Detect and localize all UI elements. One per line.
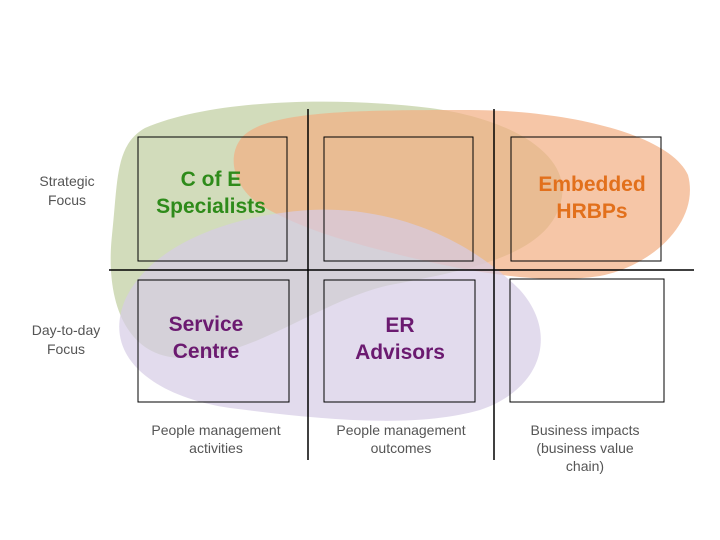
service-region [119,209,541,421]
column-label-impacts-line2: (business value [536,440,634,456]
column-label-impacts-line3: chain) [565,458,605,474]
column-label-outcomes-line2: outcomes [370,440,432,456]
cell-daytoday-outcomes [323,279,476,403]
column-label-impacts-line1: Business impacts [530,422,640,438]
er-advisors-label: ER Advisors [325,312,475,366]
cell-strategic-outcomes [323,136,474,262]
row-label-strategic-line1: Strategic [39,173,95,189]
er-label-line1: ER [385,314,415,337]
hrbp-label-line2: HRBPs [556,200,628,223]
cell-daytoday-impacts [509,278,665,403]
embedded-hrbps-label: Embedded HRBPs [514,171,670,225]
column-label-outcomes: People management outcomes [316,421,486,457]
column-label-activities: People management activities [131,421,301,457]
row-label-daytoday-line1: Day-to-day [31,322,101,338]
service-label-line2: Centre [172,340,240,363]
row-label-day-to-day: Day-to-day Focus [18,321,114,359]
coe-specialists-label: C of E Specialists [136,166,286,220]
coe-label-line2: Specialists [156,195,266,218]
column-label-outcomes-line1: People management [336,422,466,438]
row-label-strategic-line2: Focus [47,192,87,208]
service-centre-label: Service Centre [131,311,281,365]
cell-strategic-impacts [510,136,662,262]
row-label-daytoday-line2: Focus [46,341,86,357]
cell-strategic-activities [137,136,288,262]
row-label-strategic: Strategic Focus [22,172,112,210]
service-label-line1: Service [168,313,244,336]
column-label-activities-line2: activities [189,440,243,456]
cell-daytoday-activities [137,279,290,403]
column-label-activities-line1: People management [151,422,281,438]
hrbp-label-line1: Embedded [538,173,646,196]
er-label-line2: Advisors [355,341,445,364]
coe-label-line1: C of E [180,168,242,191]
column-label-impacts: Business impacts (business value chain) [500,421,670,475]
